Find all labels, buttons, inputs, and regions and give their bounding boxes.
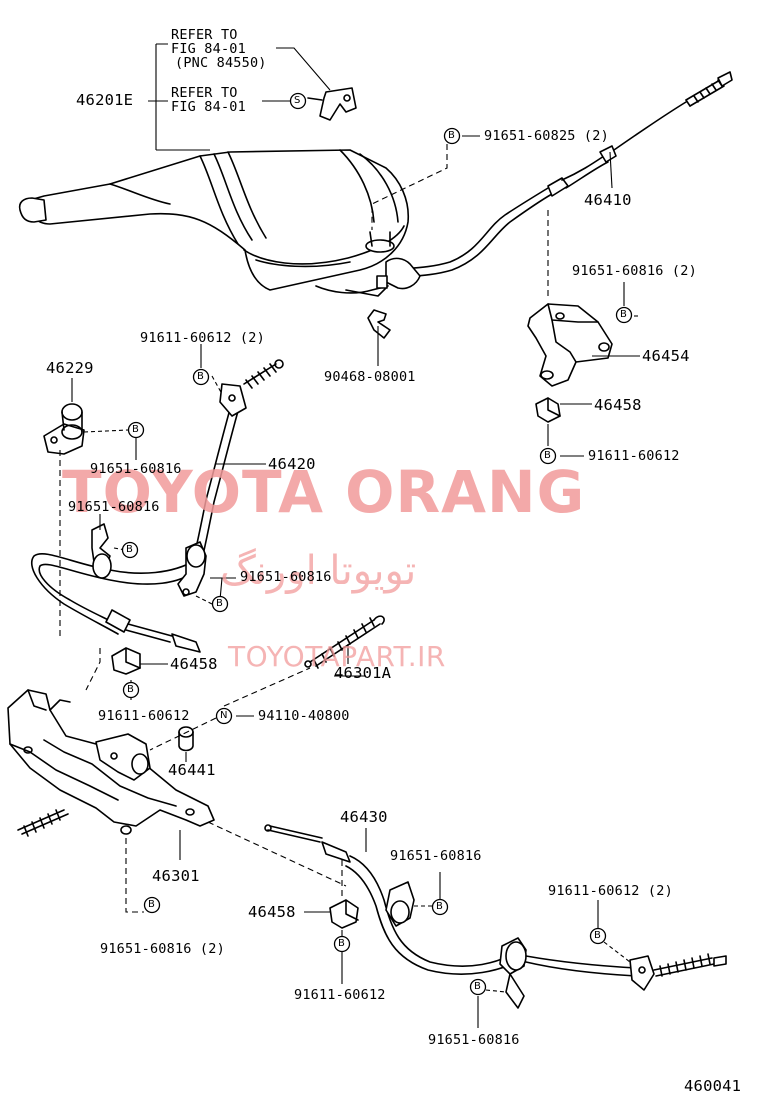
return-spring <box>304 615 385 669</box>
bolt-symbol: B <box>127 684 135 695</box>
part-label-91611-60612-a: 91611-60612 (2) <box>140 330 265 346</box>
clip-46458-lower <box>329 899 359 929</box>
part-label-46458-a: 46458 <box>594 396 642 414</box>
part-label-91651-60816-c: 91651-60816 <box>240 569 332 585</box>
part-label-90468-08001: 90468-08001 <box>324 369 416 385</box>
bolt-symbol: B <box>197 371 205 382</box>
clip-46458-upper <box>535 397 561 423</box>
bolt-symbol: B <box>544 450 552 461</box>
parking-brake-lever <box>18 149 410 291</box>
part-label-91651-60825: 91651-60825 (2) <box>484 128 609 144</box>
bolt-symbol: B <box>436 901 444 912</box>
part-label-46301A: 46301A <box>334 664 392 682</box>
part-label-46458-c: 46458 <box>248 903 296 921</box>
clip-46458-middle <box>111 647 141 675</box>
bolt-symbol: B <box>448 130 456 141</box>
part-label-46458-b: 46458 <box>170 655 218 673</box>
front-cable <box>315 71 733 297</box>
part-label-91651-60816-b: 91651-60816 <box>68 499 160 515</box>
part-label-46420: 46420 <box>268 455 316 473</box>
part-label-91651-60816-d: 91651-60816 <box>390 848 482 864</box>
refer-note-line: REFER TO <box>171 85 238 101</box>
cable-46420 <box>30 359 284 653</box>
part-label-46301: 46301 <box>152 867 200 885</box>
screw-symbol: S <box>294 95 301 106</box>
part-label-46454: 46454 <box>642 347 690 365</box>
part-label-94110-40800: 94110-40800 <box>258 708 350 724</box>
part-label-91651-60816-f: 91651-60816 <box>428 1032 520 1048</box>
part-label-46441: 46441 <box>168 761 216 779</box>
nut-symbol: N <box>220 710 228 721</box>
diagram-id: 460041 <box>684 1077 742 1095</box>
bolt-symbol: B <box>620 309 628 320</box>
bracket-46454 <box>527 303 613 387</box>
part-label-46410: 46410 <box>584 191 632 209</box>
bolt-symbol: B <box>148 899 156 910</box>
rear-cable <box>264 824 727 1009</box>
bolt-symbol: B <box>474 981 482 992</box>
collar-46441 <box>178 726 194 752</box>
part-label-91611-60612-e: 91611-60612 <box>294 987 386 1003</box>
clip-90468 <box>367 309 391 339</box>
bolt-symbol: B <box>338 938 346 949</box>
bolt-symbol: B <box>216 598 224 609</box>
refer-note-line: FIG 84-01 <box>171 99 246 115</box>
part-label-91611-60612-c: 91611-60612 <box>98 708 190 724</box>
bolt-symbol: B <box>126 544 134 555</box>
intermediate-lever <box>43 403 85 455</box>
part-label-91651-60816-e: 91651-60816 (2) <box>100 941 225 957</box>
part-label-91611-60612-b: 91611-60612 <box>588 448 680 464</box>
part-label-91611-60612-d: 91611-60612 (2) <box>548 883 673 899</box>
part-label-46201E: 46201E <box>76 91 134 109</box>
screw-bracket <box>307 87 357 121</box>
part-label-46229: 46229 <box>46 359 94 377</box>
part-label-91651-60816-a: 91651-60816 <box>90 461 182 477</box>
refer-note-line: (PNC 84550) <box>175 55 267 71</box>
part-label-46430: 46430 <box>340 808 388 826</box>
refer-note-line: FIG 84-01 <box>171 41 246 57</box>
part-label-91651-60816-top: 91651-60816 (2) <box>572 263 697 279</box>
bolt-symbol: B <box>594 930 602 941</box>
equalizer-bracket <box>7 689 215 837</box>
refer-note-line: REFER TO <box>171 27 238 43</box>
bolt-symbol: B <box>132 424 140 435</box>
